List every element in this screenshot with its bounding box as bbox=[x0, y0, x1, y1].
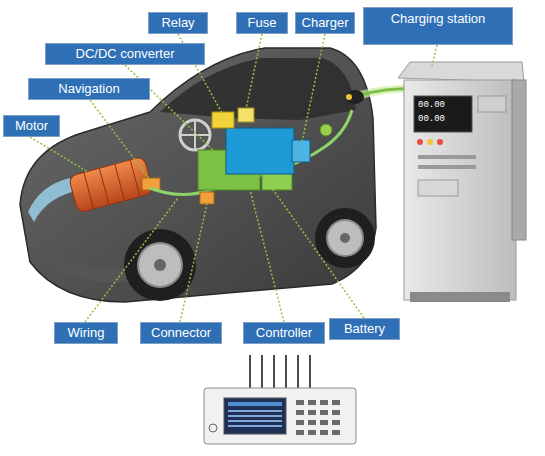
part-label: Battery bbox=[329, 318, 400, 340]
label-text: Controller bbox=[256, 326, 312, 340]
label-text: Battery bbox=[344, 322, 385, 336]
label-text: DC/DC converter bbox=[76, 47, 175, 61]
part-label: Wiring bbox=[54, 322, 118, 344]
part-label: Charging station bbox=[363, 7, 513, 45]
label-text: Wiring bbox=[68, 326, 105, 340]
part-label: Motor bbox=[3, 115, 60, 137]
part-label: Controller bbox=[243, 322, 325, 344]
power-analyzer bbox=[204, 355, 356, 444]
part-label: Charger bbox=[295, 12, 355, 34]
part-label: Relay bbox=[148, 12, 208, 34]
display-reading: 00.00 bbox=[418, 101, 445, 110]
part-label: Navigation bbox=[28, 78, 150, 100]
label-text: Connector bbox=[151, 326, 211, 340]
label-text: Charging station bbox=[391, 12, 486, 26]
part-label: Fuse bbox=[236, 12, 288, 34]
part-label: Connector bbox=[140, 322, 222, 344]
car bbox=[20, 48, 376, 302]
charging-station bbox=[398, 62, 526, 302]
label-text: Relay bbox=[161, 16, 194, 30]
label-text: Fuse bbox=[248, 16, 277, 30]
display-reading: 00.00 bbox=[418, 115, 445, 124]
label-text: Navigation bbox=[58, 82, 119, 96]
part-label: DC/DC converter bbox=[45, 43, 205, 65]
label-text: Motor bbox=[15, 119, 48, 133]
label-text: Charger bbox=[302, 16, 349, 30]
